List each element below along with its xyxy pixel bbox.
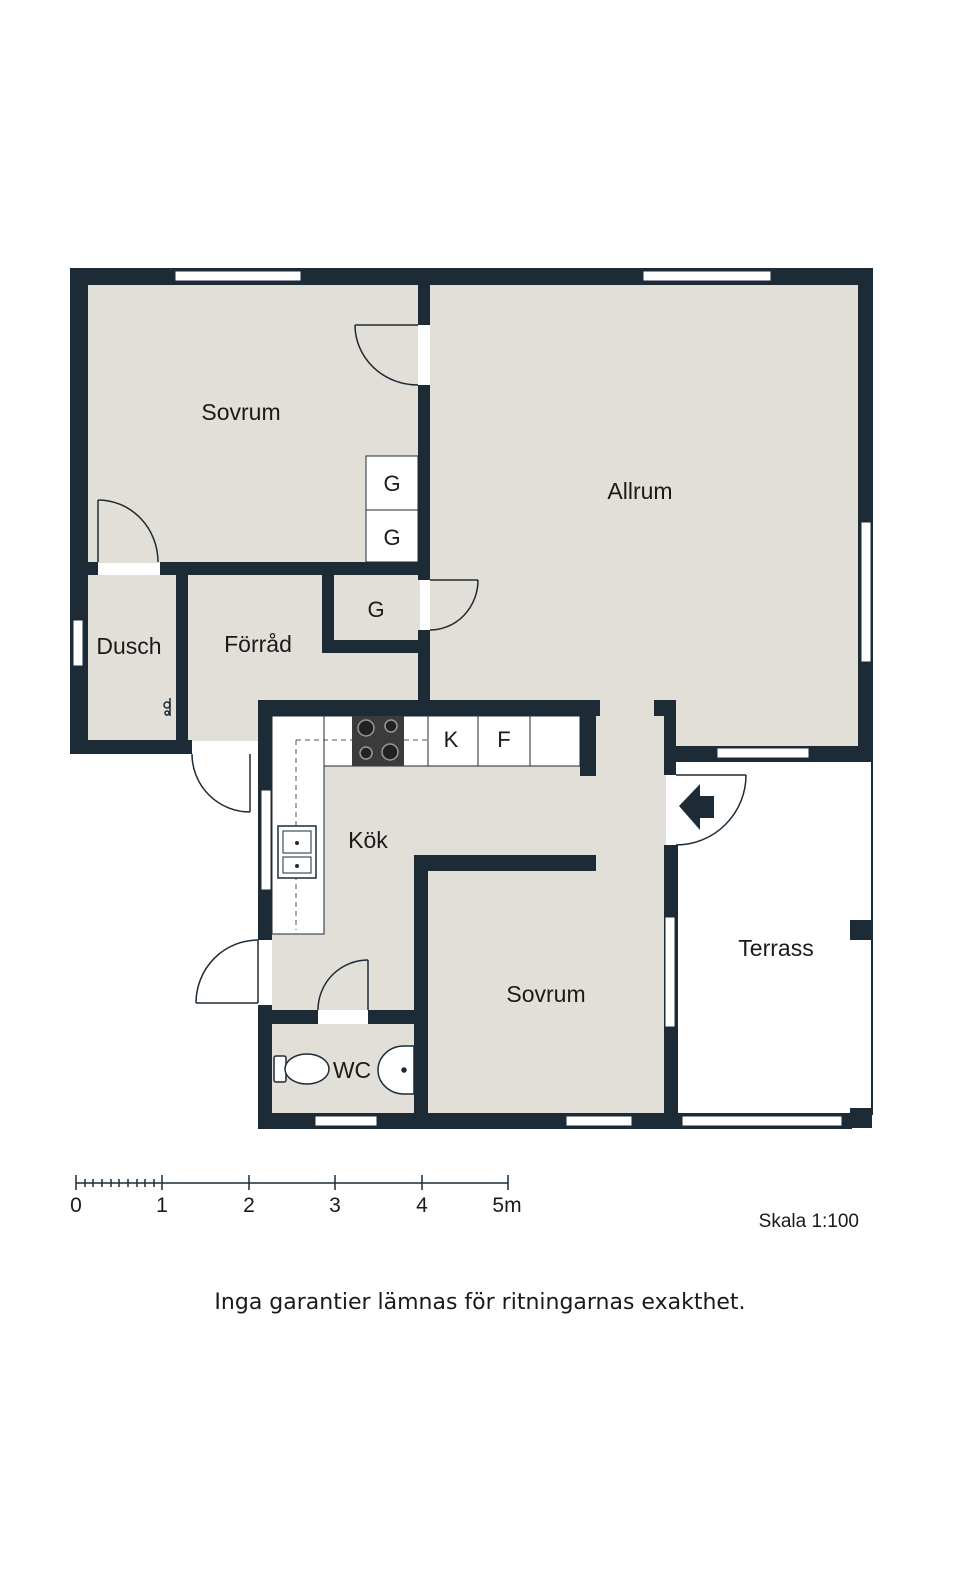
room-label-dusch: Dusch	[96, 633, 161, 659]
scale-tick-label: 0	[70, 1194, 82, 1217]
window	[72, 619, 84, 667]
shower-tap-icon	[163, 698, 171, 716]
door-terrace	[675, 774, 747, 846]
window	[664, 916, 676, 1028]
floor-corridor	[594, 715, 666, 870]
floor-dusch	[88, 575, 176, 741]
scale-tick-label: 3	[329, 1194, 341, 1217]
window	[565, 1115, 633, 1127]
sink-icon	[277, 825, 317, 879]
wardrobe-label: G	[367, 597, 384, 622]
door-entry	[195, 939, 259, 1004]
wardrobes: G G G	[334, 455, 419, 640]
wardrobe-box	[365, 455, 419, 563]
room-label-wc: WC	[333, 1057, 371, 1083]
entrance-arrow-icon	[679, 784, 714, 830]
washbasin-icon	[377, 1045, 415, 1095]
room-label-terrass: Terrass	[738, 935, 813, 961]
room-label-sovrum-bottom: Sovrum	[506, 981, 585, 1007]
room-label-allrum: Allrum	[607, 478, 672, 504]
wc-fixtures	[273, 1045, 415, 1095]
window	[314, 1115, 378, 1127]
window	[681, 1115, 843, 1127]
window	[860, 521, 872, 663]
terrace	[677, 762, 873, 1128]
room-label-forrad: Förråd	[224, 631, 292, 657]
door-wardrobe	[429, 579, 479, 631]
floor-sovrum-bottom	[427, 870, 664, 1113]
doors	[97, 324, 747, 1011]
terrace-floor	[677, 762, 872, 1115]
window	[642, 270, 772, 282]
floor-sovrum-top	[88, 285, 418, 563]
freezer-label: F	[497, 727, 510, 752]
toilet-icon	[273, 1053, 330, 1085]
room-label-kok: Kök	[348, 827, 388, 853]
door-sovrum-top	[354, 324, 419, 386]
disclaimer-text: Inga garantier lämnas för ritningarnas e…	[214, 1290, 746, 1315]
door-wc	[317, 959, 369, 1011]
scale-ratio: Skala 1:100	[759, 1211, 859, 1232]
scale-tick-label: 5m	[492, 1194, 521, 1217]
wardrobe-label: G	[383, 471, 400, 496]
scale-tick-label: 2	[243, 1194, 255, 1217]
fridge-label: K	[444, 727, 459, 752]
scale-tick-label: 1	[156, 1194, 168, 1217]
room-label-sovrum-top: Sovrum	[201, 399, 280, 425]
scale-tick-label: 4	[416, 1194, 428, 1217]
kitchen-counter: K F	[271, 715, 581, 935]
stove-icon	[352, 716, 404, 766]
window	[716, 747, 810, 759]
wardrobe-label: G	[383, 525, 400, 550]
door-dusch	[97, 499, 159, 563]
windows	[72, 270, 872, 1127]
door-forrad	[191, 753, 251, 813]
wardrobe-box	[334, 575, 418, 640]
scale-bar	[75, 1175, 509, 1190]
window	[174, 270, 302, 282]
window	[260, 789, 272, 891]
